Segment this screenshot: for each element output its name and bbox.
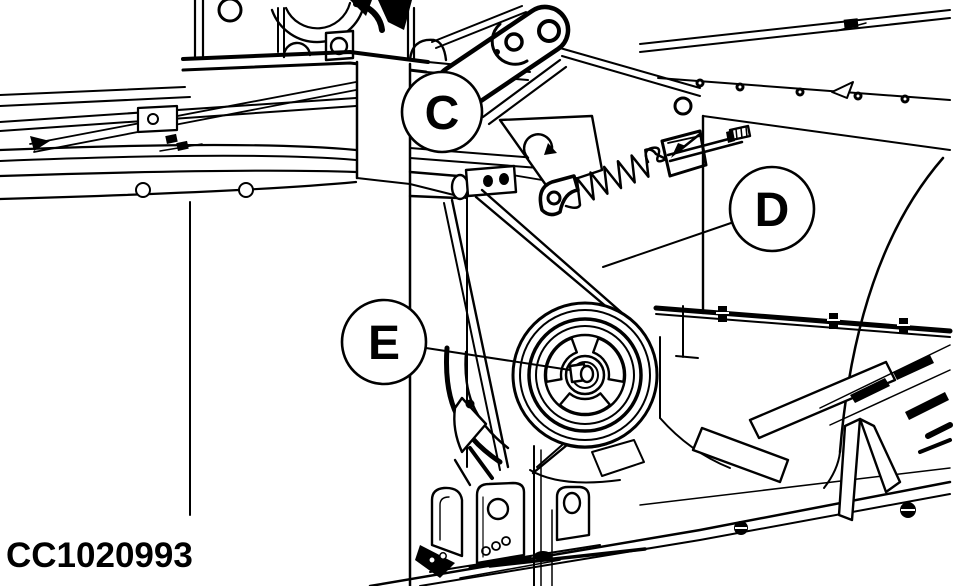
callout-e: E bbox=[340, 298, 571, 386]
callout-c: C bbox=[400, 70, 484, 154]
panel-top-edge bbox=[657, 77, 951, 101]
figure-code: CC1020993 bbox=[6, 536, 193, 575]
rotation-arrow bbox=[522, 133, 554, 160]
sheave-hub bbox=[217, 0, 243, 23]
tooth bbox=[850, 378, 890, 403]
housing-arc bbox=[838, 156, 945, 454]
floor-line bbox=[368, 480, 952, 586]
callout-d-circle bbox=[728, 165, 816, 253]
center-bracket bbox=[475, 481, 526, 565]
arm-pivot-hole bbox=[537, 19, 561, 43]
frame-hole bbox=[135, 182, 151, 198]
callout-c-label: C bbox=[425, 87, 460, 140]
support-strut bbox=[858, 417, 902, 494]
support-strut bbox=[837, 417, 862, 522]
belt-on-sheave bbox=[378, 0, 412, 30]
callout-c-circle bbox=[400, 70, 484, 154]
ring-fitting bbox=[673, 96, 693, 116]
frame-rails-left bbox=[0, 81, 358, 201]
sheave-arc bbox=[270, 3, 366, 44]
right-panels bbox=[639, 9, 953, 489]
tension-spring bbox=[564, 148, 666, 209]
edge-marker bbox=[30, 136, 50, 151]
frame-brace bbox=[450, 198, 510, 469]
frame-hole bbox=[238, 182, 254, 198]
left-bracket bbox=[430, 486, 464, 558]
spring-hook bbox=[644, 146, 666, 164]
mounting-brackets bbox=[415, 439, 645, 586]
tooth bbox=[893, 355, 934, 380]
spoke-cutout bbox=[592, 337, 626, 383]
cutterbar-area bbox=[368, 344, 953, 586]
callout-d-label: D bbox=[755, 184, 790, 237]
bolt-hole bbox=[147, 113, 159, 125]
spoke-cutout bbox=[544, 337, 578, 383]
driven-pulley bbox=[511, 301, 659, 449]
top-drive-machinery bbox=[181, 0, 701, 97]
bracket-hole bbox=[486, 497, 510, 521]
spoke-cutout bbox=[558, 392, 612, 416]
leader-line-d bbox=[602, 222, 732, 268]
tensioner-assembly bbox=[498, 114, 752, 217]
callout-e-circle bbox=[340, 298, 428, 386]
callout-e-label: E bbox=[368, 317, 400, 370]
triangle-marker bbox=[831, 81, 854, 99]
angled-bar bbox=[748, 360, 897, 440]
pulley-mount-guard bbox=[443, 345, 510, 487]
support-arm-stub bbox=[408, 164, 518, 201]
callout-d: D bbox=[602, 165, 816, 268]
support-plank bbox=[691, 426, 790, 484]
belt-upper-run bbox=[480, 188, 640, 329]
leader-line-e bbox=[425, 347, 571, 371]
tooth bbox=[905, 392, 949, 420]
top-support-bar bbox=[181, 50, 430, 64]
